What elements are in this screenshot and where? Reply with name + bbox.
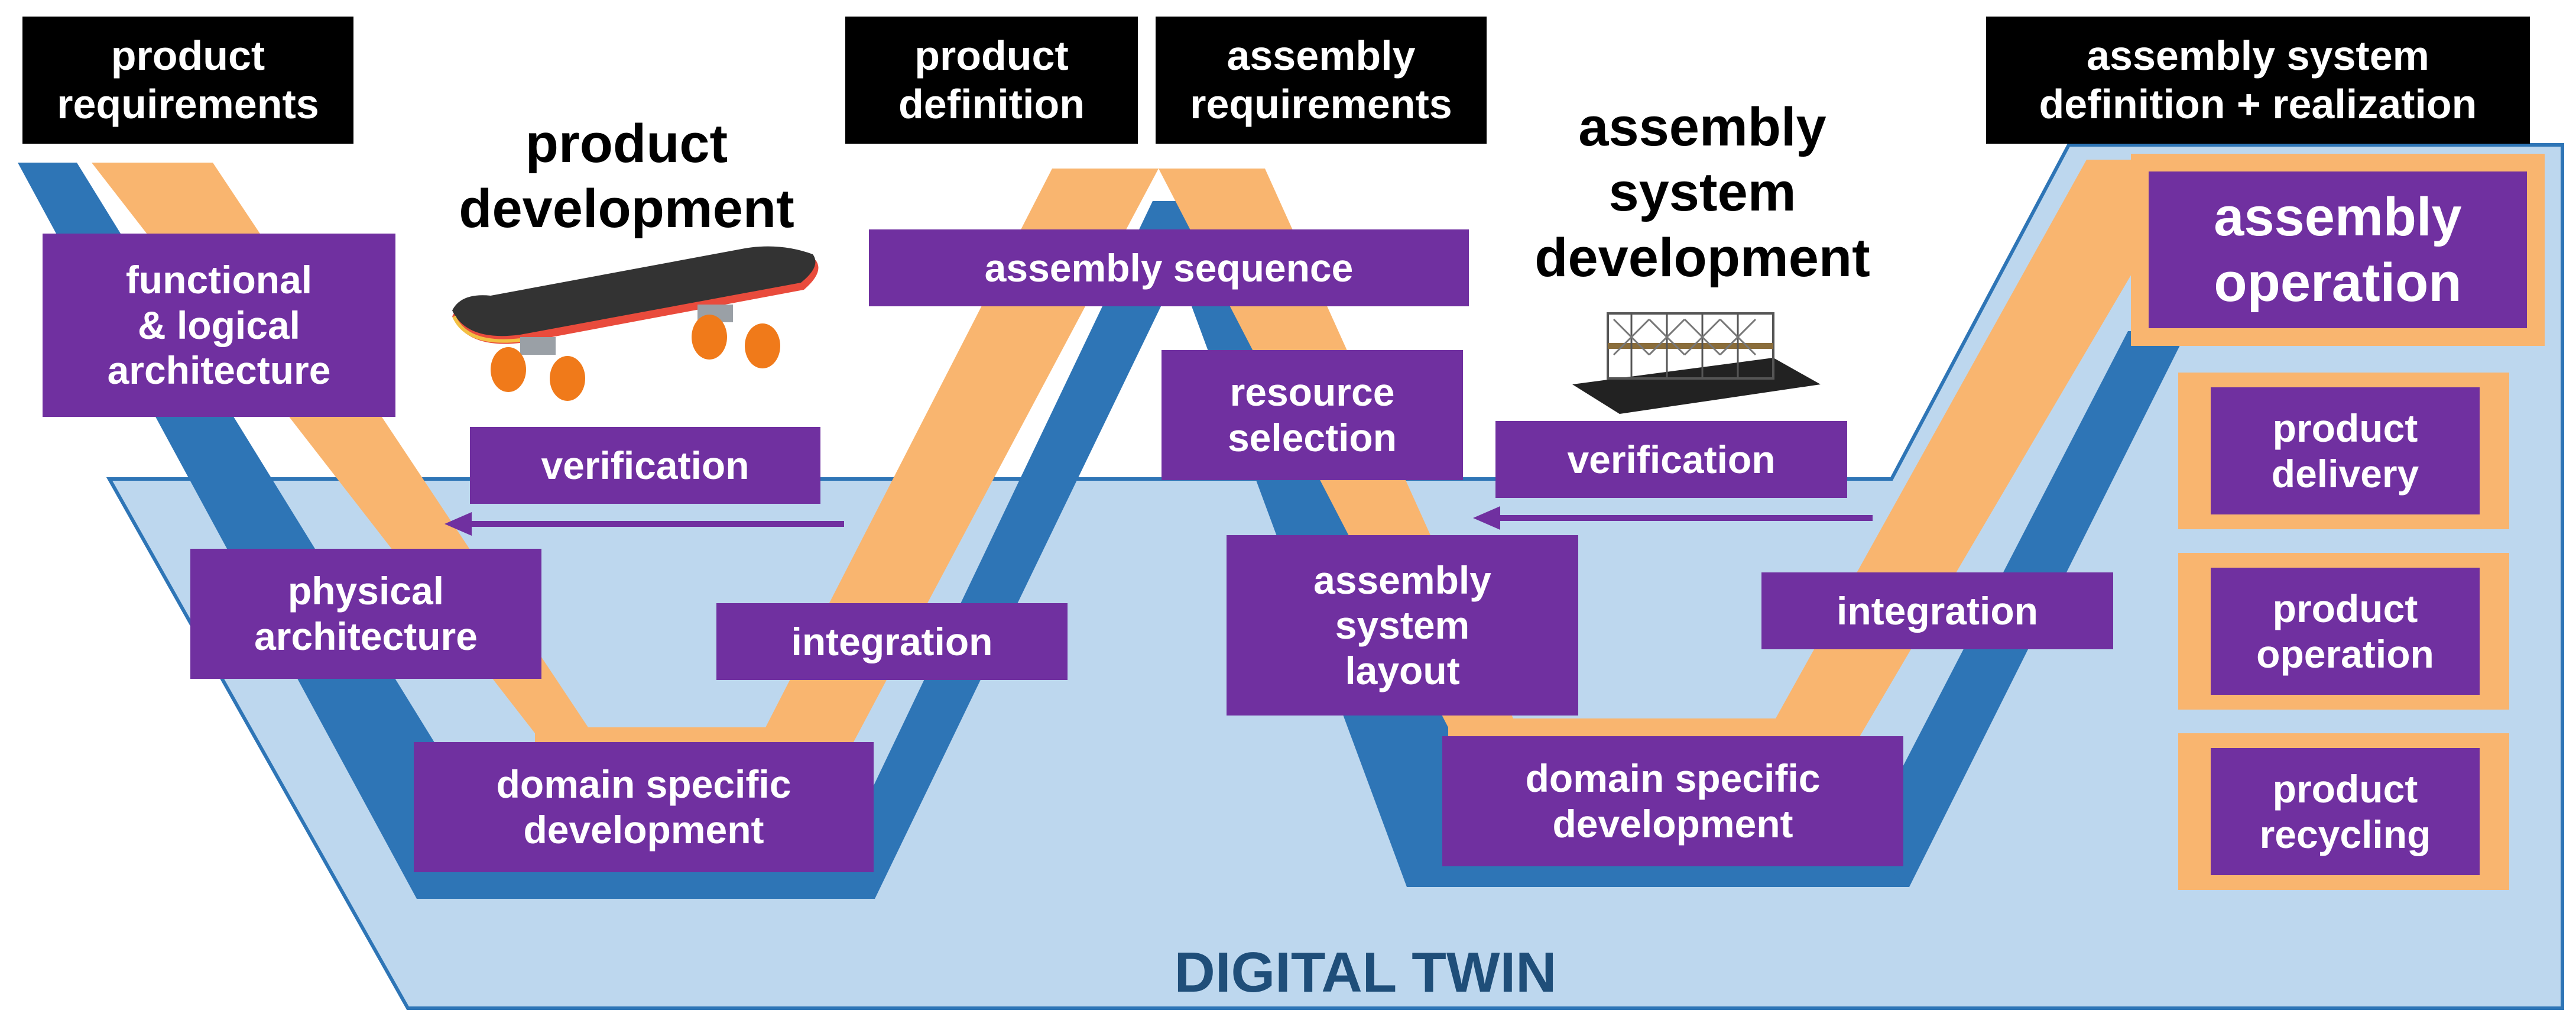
- step-assembly-system-layout: assembly system layout: [1227, 535, 1578, 716]
- step-product-operation: product operation: [2211, 568, 2480, 695]
- assembly-system-icon: [1572, 312, 1821, 414]
- digital-twin-label: DIGITAL TWIN: [1174, 941, 1557, 1004]
- step-verification-assembly: verification: [1495, 421, 1847, 498]
- step-verification-product: verification: [470, 427, 820, 504]
- step-physical-architecture: physical architecture: [190, 549, 541, 679]
- arrow-left-icon: [445, 512, 844, 536]
- step-integration-product: integration: [716, 603, 1068, 680]
- step-assembly-sequence: assembly sequence: [869, 229, 1469, 306]
- step-domain-specific-development-product: domain specific development: [414, 742, 874, 872]
- phase-product-development: product development: [459, 114, 794, 239]
- step-assembly-operation: assembly operation: [2149, 171, 2527, 328]
- phase-assembly-system-development: assembly system development: [1534, 97, 1870, 288]
- step-integration-assembly: integration: [1761, 572, 2113, 649]
- step-functional-logical-architecture: functional & logical architecture: [43, 234, 395, 417]
- skateboard-icon: [452, 246, 819, 401]
- step-domain-specific-development-assembly: domain specific development: [1442, 736, 1903, 866]
- arrow-left-icon: [1473, 506, 1873, 530]
- blue-band-left-up: [839, 201, 1212, 899]
- header-product-definition: product definition: [845, 17, 1138, 144]
- header-product-requirements: product requirements: [22, 17, 353, 144]
- step-resource-selection: resource selection: [1162, 350, 1463, 480]
- step-product-delivery: product delivery: [2211, 387, 2480, 514]
- header-assembly-system-definition: assembly system definition + realization: [1986, 17, 2530, 144]
- step-product-recycling: product recycling: [2211, 748, 2480, 875]
- header-assembly-requirements: assembly requirements: [1156, 17, 1487, 144]
